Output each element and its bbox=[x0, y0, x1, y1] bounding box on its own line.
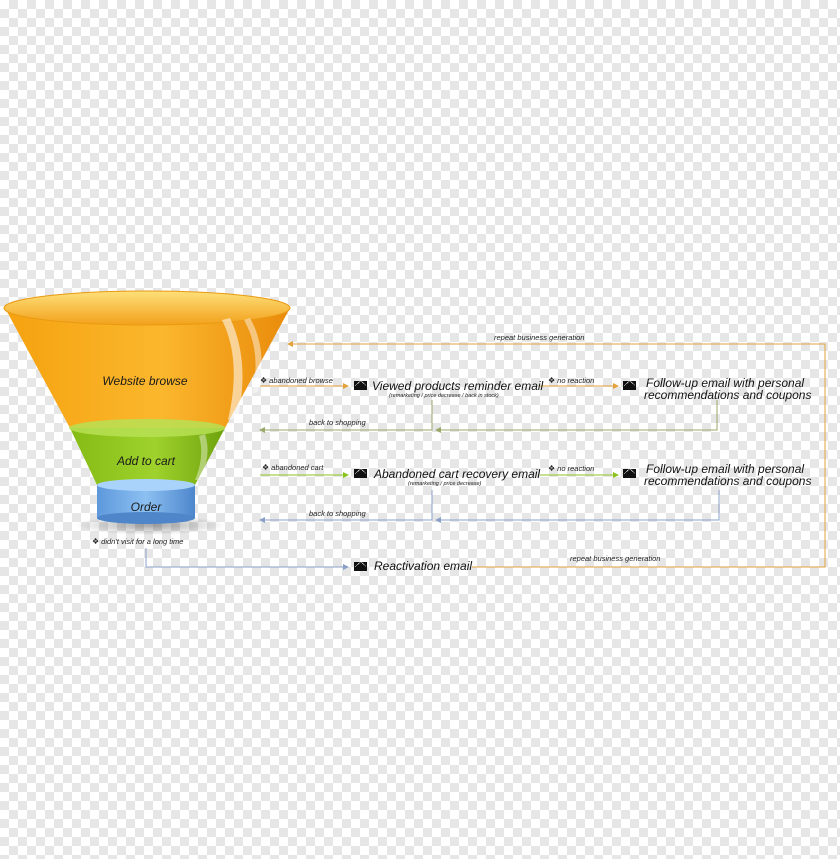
envelope-icon bbox=[354, 562, 367, 571]
funnel-stage-order bbox=[97, 479, 195, 524]
stage-label-add-to-cart: Add to cart bbox=[116, 454, 176, 468]
stage-label-website-browse: Website browse bbox=[102, 374, 188, 388]
email-viewed-products-subtitle: (remarketing / price decrease / back in … bbox=[389, 393, 499, 399]
diamond-bullet-icon: ❖ bbox=[260, 376, 268, 385]
email-viewed-products-title: Viewed products reminder email bbox=[372, 379, 544, 393]
funnel-stage-add-to-cart bbox=[69, 419, 225, 485]
stage-label-order: Order bbox=[130, 500, 162, 514]
envelope-icon bbox=[623, 469, 636, 478]
label-no-reaction-2: ❖no reaction bbox=[548, 464, 595, 473]
label-repeat-business-bottom: repeat business generation bbox=[570, 554, 661, 563]
connector-abandoned-cart bbox=[260, 472, 349, 478]
label-back-to-shopping-2: back to shopping bbox=[309, 509, 366, 518]
label-repeat-business-top: repeat business generation bbox=[494, 333, 585, 342]
connector-back-to-shopping-1 bbox=[259, 400, 718, 433]
funnel-highlight bbox=[222, 318, 243, 420]
diamond-bullet-icon: ❖ bbox=[92, 537, 100, 546]
funnel-stage-website-browse bbox=[3, 290, 291, 428]
email-abandoned-cart-title: Abandoned cart recovery email bbox=[374, 467, 541, 481]
connector-didnt-visit bbox=[145, 548, 349, 570]
email-reactivation: Reactivation email bbox=[374, 559, 473, 573]
email-followup-2-line1: Follow-up email with personal bbox=[646, 462, 805, 476]
envelope-icon bbox=[354, 469, 367, 478]
diamond-bullet-icon: ❖ bbox=[548, 376, 556, 385]
diamond-bullet-icon: ❖ bbox=[548, 464, 556, 473]
connector-no-reaction-1 bbox=[540, 383, 619, 389]
label-back-to-shopping-1: back to shopping bbox=[309, 418, 366, 427]
connector-back-to-shopping-2 bbox=[259, 490, 720, 523]
diamond-bullet-icon: ❖ bbox=[262, 463, 270, 472]
connector-no-reaction-2 bbox=[540, 472, 619, 478]
label-no-reaction-1: ❖no reaction bbox=[548, 376, 595, 385]
label-didnt-visit: ❖didn't visit for a long time bbox=[92, 537, 184, 546]
envelope-icon bbox=[354, 381, 367, 390]
connector-abandoned-browse bbox=[260, 383, 349, 389]
envelope-icon bbox=[623, 381, 636, 390]
label-abandoned-cart: ❖abandoned cart bbox=[262, 463, 324, 472]
email-followup-1-line1: Follow-up email with personal bbox=[646, 376, 805, 390]
email-followup-1-line2: recommendations and coupons bbox=[644, 388, 812, 402]
email-abandoned-cart-subtitle: (remarketing / price decrease) bbox=[408, 481, 482, 487]
label-abandoned-browse: ❖abandoned browse bbox=[260, 376, 333, 385]
email-followup-2-line2: recommendations and coupons bbox=[644, 474, 812, 488]
connector-repeat-business bbox=[287, 341, 826, 568]
